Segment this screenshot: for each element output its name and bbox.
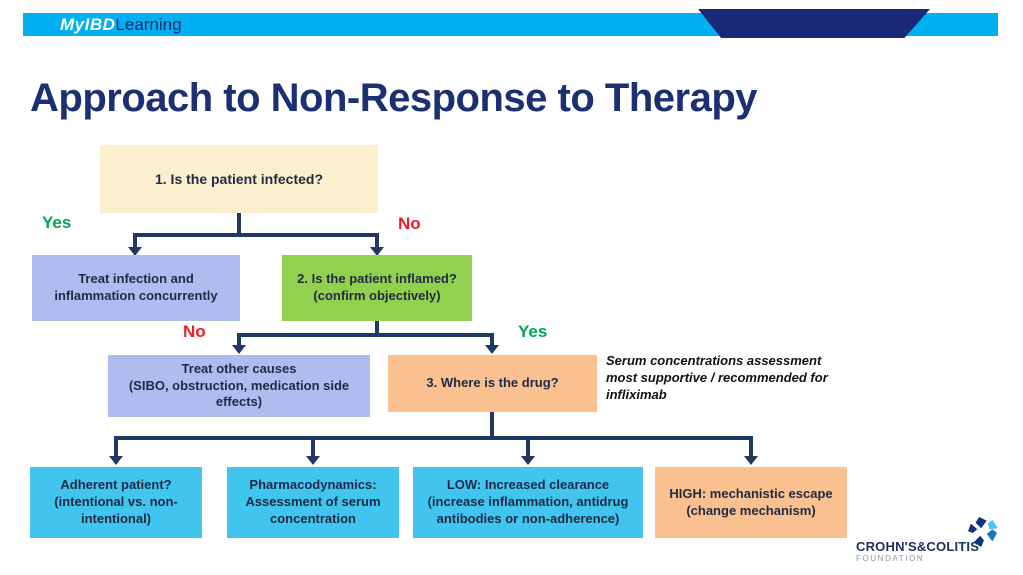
foundation-logo: CROHN'S&COLITIS FOUNDATION [856,540,979,563]
brand-learning: Learning [115,15,182,34]
note-serum-concentrations: Serum concentrations assessment most sup… [606,353,828,402]
label-no-2: No [183,322,206,341]
connector-q3-drop-2 [311,436,315,457]
node-q1-infected: 1. Is the patient infected? [100,145,378,213]
connector-q2-drop-right [490,333,494,345]
arrowhead-down-icon [232,345,246,354]
label-yes-2: Yes [518,322,548,341]
connector-q2-stub [375,321,379,337]
connector-q3-horizontal [114,436,753,440]
node-pharmacodynamics: Pharmacodynamics: Assessment of serum co… [227,467,399,538]
page-title: Approach to Non-Response to Therapy [30,76,758,120]
brand-logo: MyIBDLearning [60,16,182,33]
connector-q2-drop-left [237,333,241,345]
arrowhead-down-icon [521,456,535,465]
connector-q2-horizontal [237,333,494,337]
connector-q3-drop-1 [114,436,118,457]
node-q3-where-is-drug: 3. Where is the drug? [388,355,597,412]
label-yes-1: Yes [42,213,72,232]
arrowhead-down-icon [485,345,499,354]
arrowhead-down-icon [370,247,384,256]
node-q2-inflamed: 2. Is the patient inflamed? (confirm obj… [282,255,472,321]
foundation-name: CROHN'S&COLITIS [856,539,980,554]
node-adherent-patient: Adherent patient? (intentional vs. non- … [30,467,202,538]
node-high-escape: HIGH: mechanistic escape (change mechani… [655,467,847,538]
connector-q1-drop-left [133,233,137,247]
node-treat-other-causes: Treat other causes (SIBO, obstruction, m… [108,355,370,417]
connector-q3-stub [490,412,494,440]
node-low-clearance: LOW: Increased clearance (increase infla… [413,467,643,538]
foundation-subtitle: FOUNDATION [856,554,925,563]
connector-q3-drop-3 [526,436,530,457]
arrowhead-down-icon [306,456,320,465]
header-accent-shape [698,9,930,38]
connector-q1-horizontal [133,233,379,237]
arrowhead-down-icon [744,456,758,465]
arrowhead-down-icon [128,247,142,256]
label-no-1: No [398,214,421,233]
foundation-star-icon [968,517,998,547]
brand-myibd: MyIBD [60,15,116,34]
connector-q1-stub [237,212,241,237]
arrowhead-down-icon [109,456,123,465]
node-treat-infection: Treat infection and inflammation concurr… [32,255,240,321]
connector-q3-drop-4 [749,436,753,457]
connector-q1-drop-right [375,233,379,247]
